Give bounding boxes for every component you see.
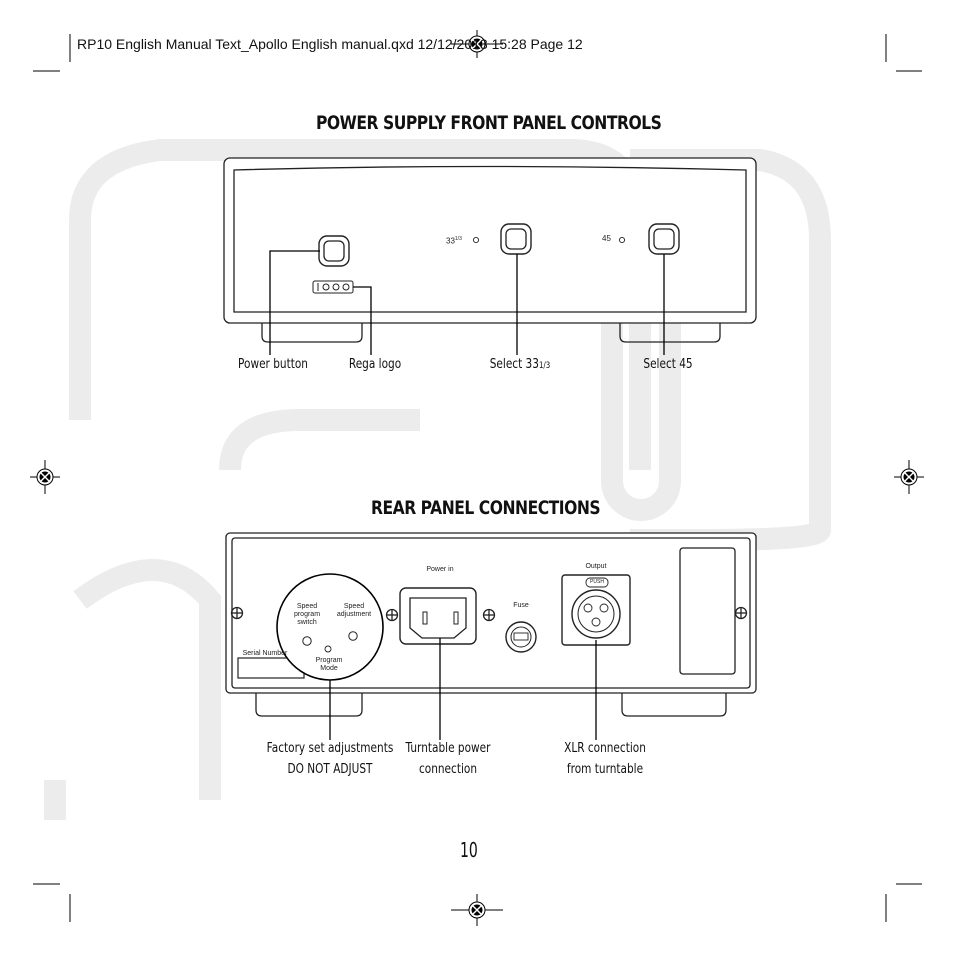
registration-mark-left: [30, 460, 60, 494]
rear-callout-lines: [329, 638, 597, 740]
rear-section-title: REAR PANEL CONNECTIONS: [371, 497, 601, 519]
registration-mark-top: [451, 30, 503, 58]
callout-xlr-connection: XLR connection from turntable: [564, 740, 646, 777]
print-header: RP10 English Manual Text_Apollo English …: [77, 36, 583, 52]
label-push: PUSH: [590, 579, 604, 585]
callout-rega-logo: Rega logo: [348, 356, 402, 372]
speed-45-indicator-label: 45: [602, 234, 611, 243]
front-section-title: POWER SUPPLY FRONT PANEL CONTROLS: [316, 112, 662, 134]
front-panel-diagram: [223, 157, 757, 343]
label-fuse: Fuse: [513, 602, 529, 609]
registration-mark-right: [894, 460, 924, 494]
front-callout-lines: [269, 250, 665, 355]
page-number: 10: [460, 838, 478, 862]
callout-power-button: Power button: [238, 356, 308, 372]
callout-turntable-power: Turntable power connection: [405, 740, 491, 777]
callout-select-33: Select 331/3: [489, 356, 551, 372]
label-power-in: Power in: [426, 566, 454, 573]
speed-33-indicator-label: 331/3: [446, 236, 462, 246]
label-output: Output: [585, 563, 607, 570]
label-serial-number: Serial Number: [242, 650, 288, 657]
label-program-mode: Program Mode: [315, 657, 343, 672]
rear-panel-diagram: [225, 532, 757, 717]
registration-mark-bottom: [451, 894, 503, 926]
callout-select-45: Select 45: [643, 356, 693, 372]
label-speed-program-switch: Speed program switch: [293, 603, 321, 626]
label-speed-adjustment: Speed adjustment: [336, 603, 372, 618]
callout-factory-adjustments: Factory set adjustments DO NOT ADJUST: [266, 740, 394, 777]
crop-marks: [33, 34, 922, 922]
